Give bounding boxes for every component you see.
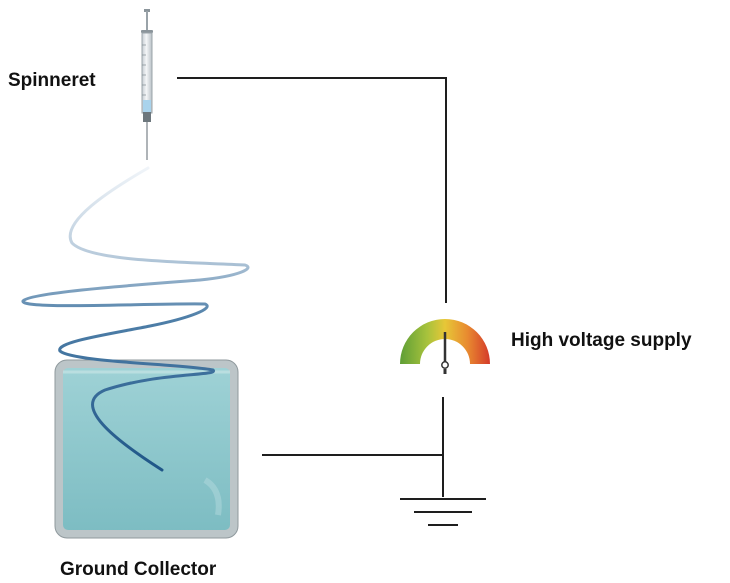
spinneret-label: Spinneret <box>8 70 96 91</box>
circuit-wires <box>177 77 447 497</box>
high-voltage-supply-label: High voltage supply <box>511 330 692 351</box>
nanofiber-jet <box>21 166 250 472</box>
ground-collector-plate <box>54 359 239 539</box>
ground-symbol-icon <box>400 498 486 526</box>
ground-collector-label: Ground Collector <box>60 559 217 580</box>
voltage-gauge-icon <box>400 319 490 374</box>
syringe-icon <box>141 9 153 160</box>
spinneret-to-supply-wire <box>177 77 447 303</box>
